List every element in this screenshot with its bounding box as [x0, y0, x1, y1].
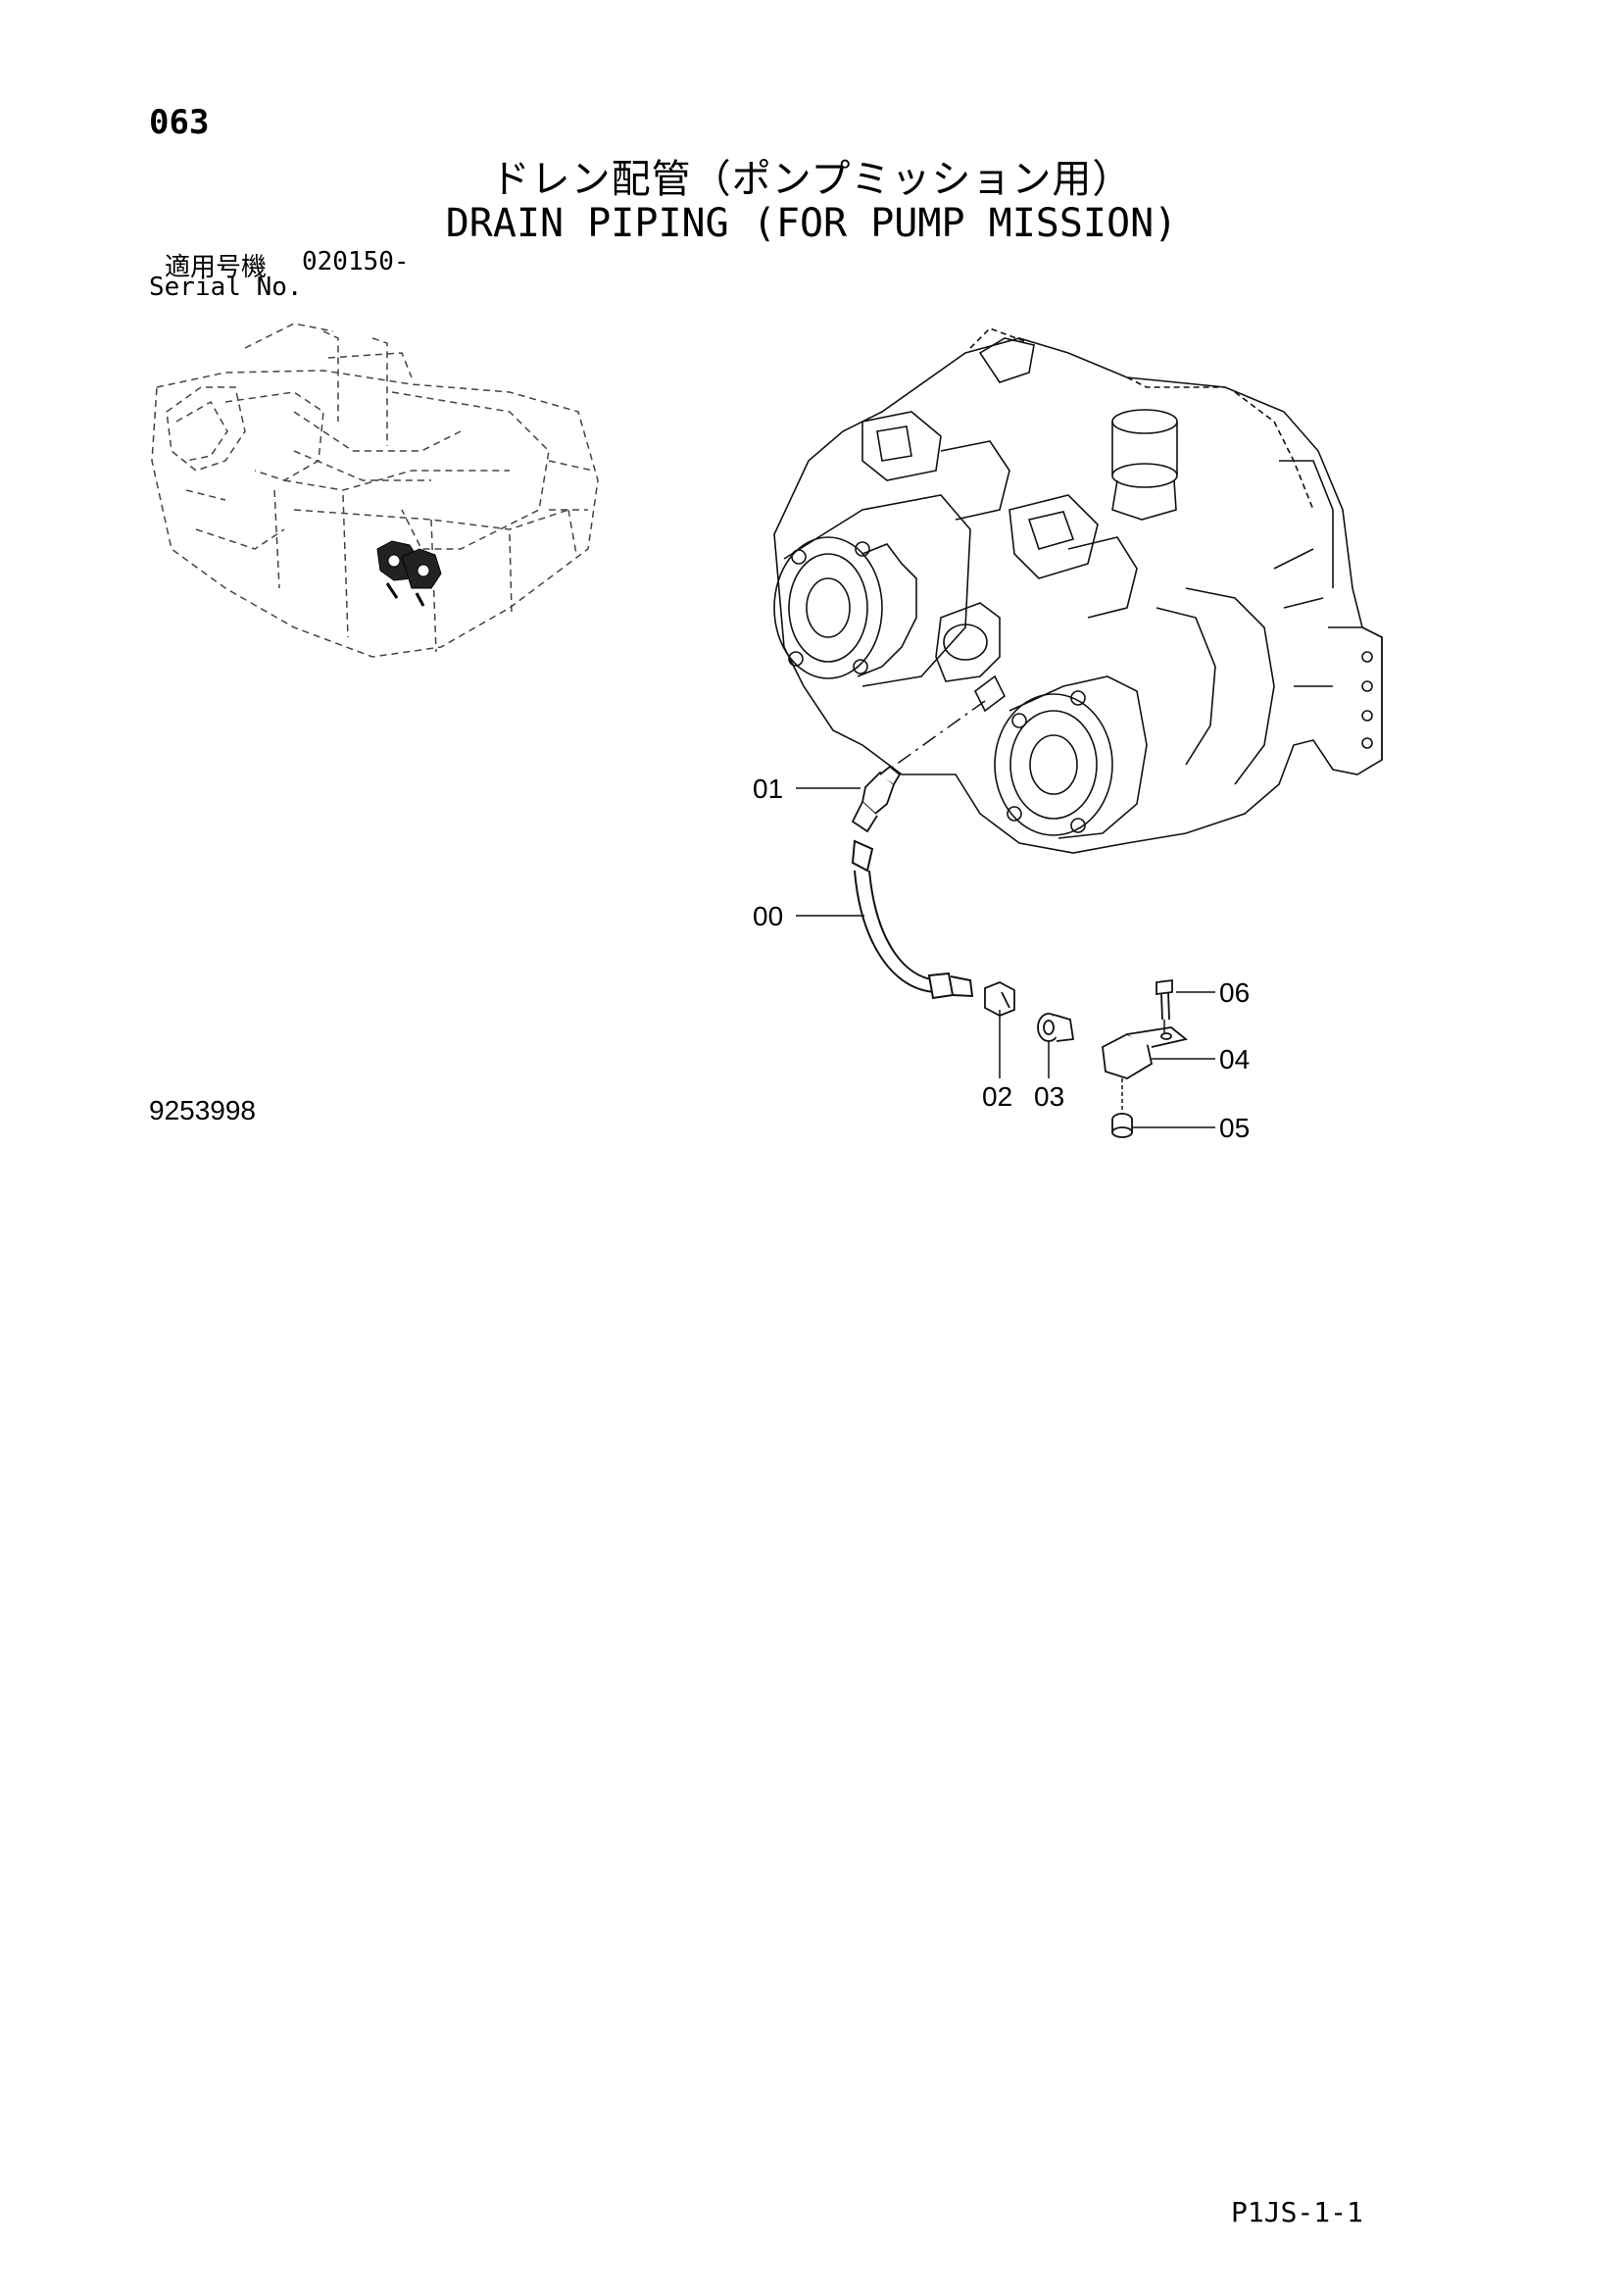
title-japanese: ドレン配管（ポンプミッション用） [490, 157, 1133, 202]
machine-location-overview [151, 323, 599, 658]
pump-highlight-overview [376, 540, 442, 607]
serial-label-english: Serial No. [149, 273, 303, 302]
connector-02 [984, 981, 1015, 1017]
callout-05: 05 [1219, 1113, 1250, 1143]
sheet-code: P1JS-1-1 [1231, 2196, 1363, 2228]
bolt-06 [1156, 978, 1173, 1021]
pump-transmission-assembly [773, 327, 1383, 854]
plug-05 [1111, 1113, 1133, 1138]
callout-04: 04 [1219, 1044, 1250, 1074]
callout-03: 03 [1034, 1081, 1064, 1112]
drawing-number: 9253998 [149, 1095, 257, 1125]
connector-03 [1037, 1013, 1075, 1042]
drain-hose-00 [851, 839, 974, 1000]
callout-leaders [796, 787, 1215, 1128]
callout-06: 06 [1219, 977, 1250, 1008]
elbow-fitting-01 [851, 765, 902, 833]
callout-02: 02 [982, 1081, 1012, 1112]
serial-label-japanese: 適用号機 [165, 253, 268, 282]
assembly-leader-dashed [881, 700, 986, 775]
page-number: 063 [149, 103, 210, 142]
serial-value: 020150- [302, 247, 410, 276]
bracket-04 [1102, 1026, 1189, 1079]
title-english: DRAIN PIPING (FOR PUMP MISSION) [445, 201, 1178, 246]
callout-01: 01 [753, 774, 783, 804]
callout-00: 00 [753, 901, 783, 931]
